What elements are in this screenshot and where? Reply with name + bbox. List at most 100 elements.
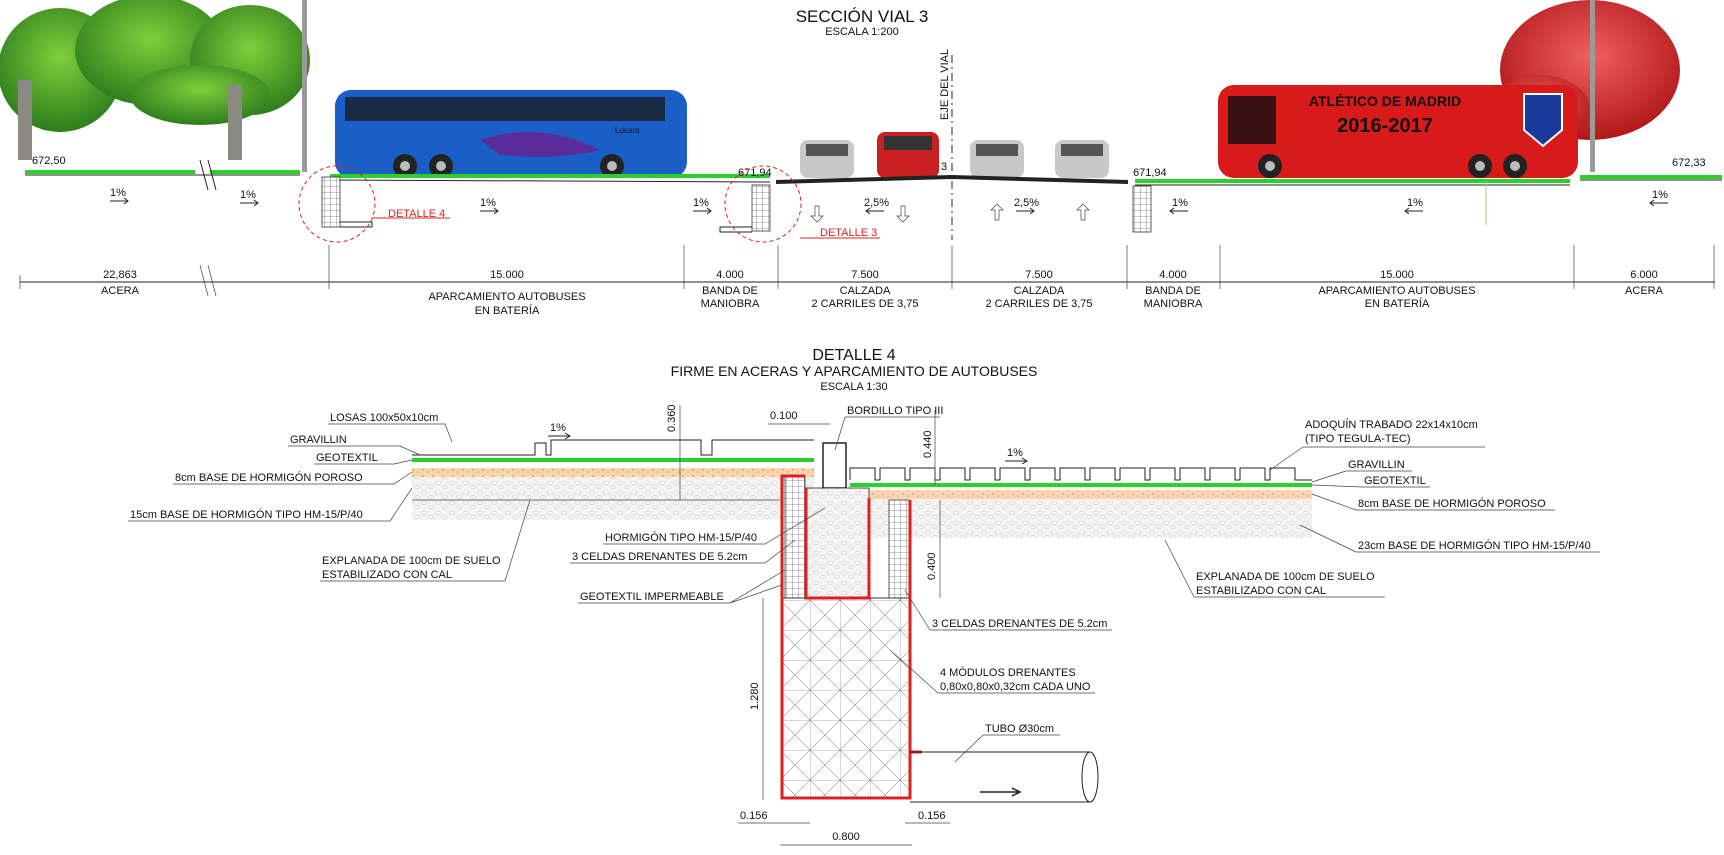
slope-indicators: 1% 1% 1% 1% 2,5% 2,5% 1% 1% 1% — [110, 187, 1668, 223]
slope-label: 2,5% — [1014, 197, 1039, 209]
slope-label: 1% — [1407, 197, 1423, 209]
dim-label: APARCAMIENTO AUTOBUSES — [428, 291, 585, 303]
dim-label: APARCAMIENTO AUTOBUSES — [1318, 285, 1475, 297]
label-adoquin-1: ADOQUÍN TRABADO 22x14x10cm — [1305, 418, 1478, 431]
slope-label: 1% — [1652, 189, 1668, 201]
detail-slope-right: 1% — [1007, 447, 1023, 459]
dim-value: 7.500 — [851, 269, 879, 281]
detail-dimensions: 0.360 0.100 0.440 0.400 1.280 0.156 0.15… — [666, 404, 950, 846]
label-modulos-1: 4 MÓDULOS DRENANTES — [940, 666, 1076, 679]
label-tubo: TUBO Ø30cm — [985, 723, 1054, 735]
label-base-poroso: 8cm BASE DE HORMIGÓN POROSO — [175, 471, 363, 484]
dim-label: MANIOBRA — [701, 298, 760, 310]
label-base-poroso-right: 8cm BASE DE HORMIGÓN POROSO — [1358, 497, 1546, 510]
detail-slope-left: 1% — [550, 422, 566, 434]
streetlight-pole-left — [302, 0, 307, 172]
dim-0100: 0.100 — [770, 410, 798, 422]
slope-label: 2,5% — [864, 197, 889, 209]
bus-right-text-2: 2016-2017 — [1337, 115, 1433, 137]
label-explanada-2: ESTABILIZADO CON CAL — [322, 569, 452, 581]
bus-left-illustration: Lucaro — [335, 90, 687, 178]
slope-label: 1% — [480, 197, 496, 209]
hormigon-core — [805, 487, 870, 599]
detalle-4: DETALLE 4 FIRME EN ACERAS Y APARCAMIENTO… — [128, 347, 1600, 846]
drain-cells-left — [784, 475, 806, 599]
detalle-4-marker — [298, 165, 376, 243]
axis-label: EJE DEL VIAL — [939, 49, 951, 120]
dim-label: ACERA — [1625, 285, 1664, 297]
left-labels: LOSAS 100x50x10cm GRAVILLIN GEOTEXTIL 8c… — [128, 412, 531, 582]
tree-left-illustration — [0, 0, 310, 160]
detalle-3-callout: DETALLE 3 — [820, 227, 877, 239]
label-explanada-right-2: ESTABILIZADO CON CAL — [1196, 585, 1326, 597]
dim-0156-right: 0.156 — [918, 810, 946, 822]
road-profile — [25, 55, 1722, 240]
dim-1280: 1.280 — [749, 682, 761, 710]
dim-label: BANDA DE — [1145, 285, 1201, 297]
section-vial-3: SECCIÓN VIAL 3 ESCALA 1:200 Lucaro — [0, 0, 1722, 317]
dim-value: 15.000 — [1380, 269, 1414, 281]
label-losas: LOSAS 100x50x10cm — [330, 412, 438, 424]
label-geotextil-impermeable: GEOTEXTIL IMPERMEABLE — [580, 591, 724, 603]
axis-number: 3 — [941, 161, 947, 173]
dim-value: 7.500 — [1025, 269, 1053, 281]
detail-scale: ESCALA 1:30 — [820, 381, 887, 393]
streetlight-pole-right — [1590, 0, 1595, 172]
dim-0440: 0.440 — [922, 430, 934, 458]
label-gravillin: GRAVILLIN — [290, 434, 347, 446]
center-labels: HORMIGÓN TIPO HM-15/P/40 3 CELDAS DRENAN… — [570, 405, 1112, 763]
left-pavement — [412, 439, 814, 520]
elevation-center-right: 671,94 — [1133, 167, 1167, 179]
drainage-modules — [781, 597, 911, 799]
drain-pipe — [910, 751, 1099, 803]
label-base-hm-right: 23cm BASE DE HORMIGÓN TIPO HM-15/P/40 — [1358, 539, 1591, 552]
detail-subtitle: FIRME EN ACERAS Y APARCAMIENTO DE AUTOBU… — [671, 363, 1038, 379]
dim-0360: 0.360 — [666, 404, 678, 432]
cars-illustration — [800, 132, 1109, 178]
dim-0156-left: 0.156 — [740, 810, 768, 822]
right-labels: ADOQUÍN TRABADO 22x14x10cm (TIPO TEGULA-… — [1164, 418, 1600, 598]
label-explanada-1: EXPLANADA DE 100cm DE SUELO — [322, 555, 501, 567]
elevation-right: 672,33 — [1672, 157, 1706, 169]
dim-label: CALZADA — [1014, 285, 1065, 297]
slope-label: 1% — [110, 187, 126, 199]
bordillo-curb — [822, 442, 847, 489]
label-geotextil: GEOTEXTIL — [316, 452, 378, 464]
dim-label: MANIOBRA — [1144, 298, 1203, 310]
dim-label: BANDA DE — [702, 285, 758, 297]
dim-0800: 0.800 — [832, 831, 860, 843]
bus-left-logo: Lucaro — [615, 126, 640, 135]
label-modulos-2: 0,80x0,80x0,32cm CADA UNO — [940, 681, 1091, 693]
dim-label: EN BATERÍA — [475, 304, 540, 317]
dim-label: CALZADA — [840, 285, 891, 297]
section-title: SECCIÓN VIAL 3 — [796, 7, 929, 26]
dimension-chain: 22,863 ACERA 15.000 APARCAMIENTO AUTOBUS… — [19, 245, 1715, 317]
label-bordillo: BORDILLO TIPO III — [847, 405, 943, 417]
section-scale: ESCALA 1:200 — [825, 26, 898, 38]
dim-label: ACERA — [101, 285, 140, 297]
dim-value: 4.000 — [716, 269, 744, 281]
dim-value: 15.000 — [490, 269, 524, 281]
slope-label: 1% — [1172, 197, 1188, 209]
elevation-left: 672,50 — [32, 155, 66, 167]
dim-value: 6.000 — [1630, 269, 1658, 281]
bus-right-text-1: ATLÉTICO DE MADRID — [1309, 93, 1461, 109]
label-adoquin-2: (TIPO TEGULA-TEC) — [1305, 433, 1411, 445]
label-celdas-right: 3 CELDAS DRENANTES DE 5.2cm — [932, 618, 1107, 630]
right-pavement — [842, 467, 1312, 538]
label-explanada-right-1: EXPLANADA DE 100cm DE SUELO — [1196, 571, 1375, 583]
dim-label: 2 CARRILES DE 3,75 — [812, 298, 919, 310]
detail-title: DETALLE 4 — [812, 347, 895, 364]
dim-0400: 0.400 — [926, 552, 938, 580]
label-geotextil-right: GEOTEXTIL — [1364, 475, 1426, 487]
dim-label: EN BATERÍA — [1365, 297, 1430, 310]
elevation-center-left: 671,94 — [738, 167, 772, 179]
label-gravillin-right: GRAVILLIN — [1348, 459, 1405, 471]
drain-cells-right — [888, 499, 910, 599]
label-base-hm: 15cm BASE DE HORMIGÓN TIPO HM-15/P/40 — [130, 508, 363, 521]
bus-right-illustration: ATLÉTICO DE MADRID 2016-2017 — [1218, 85, 1578, 178]
slope-label: 1% — [240, 189, 256, 201]
dim-label: 2 CARRILES DE 3,75 — [986, 298, 1093, 310]
dim-value: 22,863 — [103, 269, 137, 281]
